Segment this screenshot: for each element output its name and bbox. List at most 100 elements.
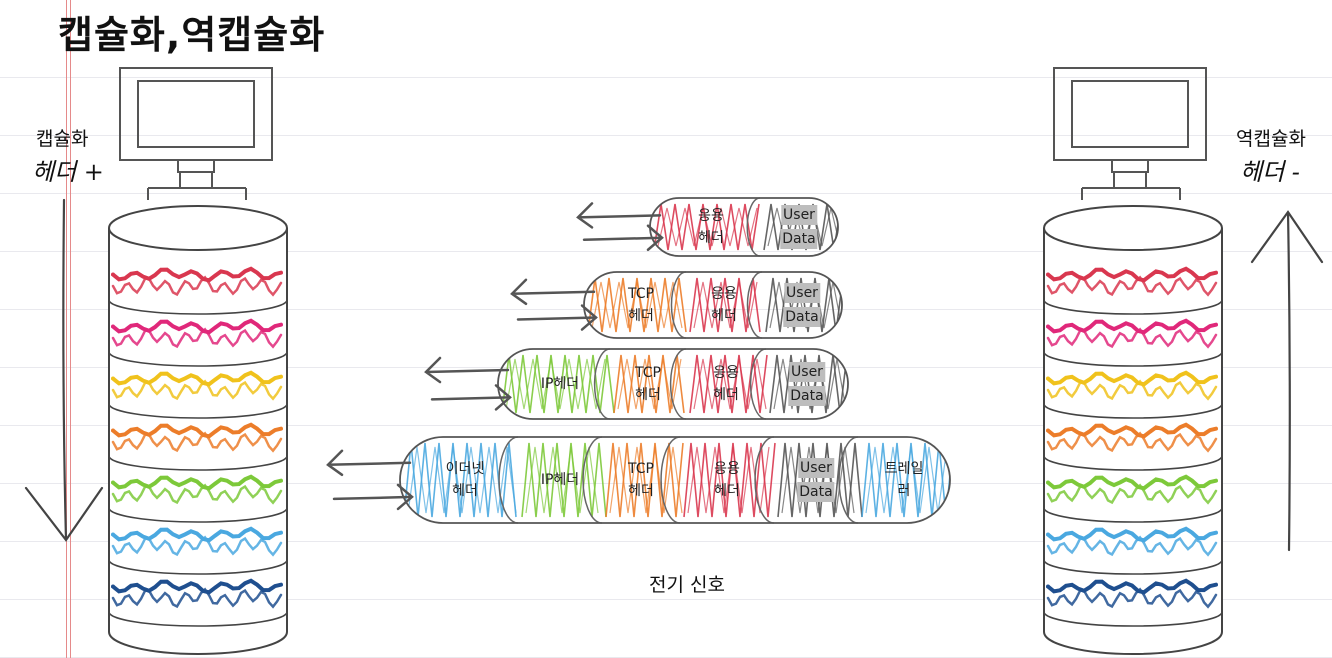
stack-top (1043, 205, 1223, 251)
stack-layer-5 (111, 474, 283, 491)
stack-layer-6-fill (111, 535, 283, 557)
packet-capsule (583, 271, 843, 339)
stack-layer-2-fill (1046, 327, 1218, 349)
stack-layer-divider (108, 299, 288, 315)
stack-layer-5-fill (111, 483, 283, 505)
packet-row-4-fills (403, 442, 950, 518)
segment-scribble (657, 207, 758, 247)
stack-layer-6 (111, 526, 283, 543)
segment-scribble (765, 277, 842, 333)
segment-scribble (525, 446, 599, 514)
stack-layer-divider (1043, 455, 1223, 471)
stack-layer-3 (111, 370, 283, 387)
segment-label: TCP 헤더 (635, 365, 661, 403)
stack-layer-4-fill (111, 431, 283, 453)
segment-scribble (865, 446, 948, 514)
stack-layer-4 (1046, 422, 1218, 439)
packet-arrow-left (576, 202, 662, 229)
segment-scribble (613, 354, 685, 414)
segment-scribble (861, 442, 950, 518)
stack-layer-2 (1046, 318, 1218, 335)
monitor-neck (1111, 160, 1149, 173)
segment-divider (754, 436, 775, 524)
margin-line (70, 0, 71, 658)
stack-layer-7 (1046, 578, 1218, 595)
segment-scribble (689, 354, 768, 414)
stack-layer-6 (1046, 526, 1218, 543)
segment-label: IP헤더 (540, 376, 580, 392)
segment-divider (670, 271, 687, 339)
packet-arrow-right (582, 224, 664, 252)
packet-arrow-right (516, 304, 598, 331)
packet-arrow-right (430, 384, 512, 411)
monitor-neck (177, 160, 215, 173)
left-computer (119, 67, 273, 200)
segment-label: 응용 헤더 (711, 286, 737, 324)
stack-layer-1-fill (1046, 275, 1218, 297)
stack-layer-divider (1043, 299, 1223, 315)
stack-layer-4-fill (1046, 431, 1218, 453)
stack-layer-1-fill (111, 275, 283, 297)
monitor-screen (137, 80, 255, 148)
stack-layer-2-fill (111, 327, 283, 349)
stack-layer-3-fill (111, 379, 283, 401)
stack-layer-divider (1043, 559, 1223, 575)
segment-divider (746, 271, 763, 339)
left-label: 캡슐화 (36, 128, 89, 150)
decapsulation-up-arrow (1250, 210, 1324, 552)
segment-divider (838, 436, 859, 524)
packet-arrow-left (510, 278, 596, 306)
left-protocol-stack (108, 205, 288, 655)
monitor-stand (179, 172, 213, 188)
stack-layer-divider (108, 455, 288, 471)
stack-layer-4 (111, 422, 283, 439)
packet-row-2 (510, 271, 843, 339)
stack-layer-5-fill (1046, 483, 1218, 505)
stack-layer-1 (111, 266, 283, 283)
segment-scribble (781, 446, 855, 514)
stack-layer-divider (1043, 611, 1223, 627)
segment-divider (660, 436, 681, 524)
segment-scribble (617, 358, 682, 410)
segment-scribble (591, 281, 683, 329)
segment-scribble (505, 358, 606, 410)
stack-layer-6-fill (1046, 535, 1218, 557)
stack-layer-7 (111, 578, 283, 595)
stack-layer-5 (1046, 474, 1218, 491)
segment-scribble (693, 281, 758, 329)
segment-scribble (587, 277, 687, 333)
segment-divider (746, 197, 761, 257)
stack-layer-divider (108, 351, 288, 367)
segment-label: 응용 헤더 (714, 461, 740, 499)
stack-layer-7-fill (1046, 587, 1218, 609)
monitor-frame (119, 67, 273, 161)
segment-label: 응용 헤더 (698, 208, 724, 246)
segment-divider (669, 348, 687, 420)
packet-arrow-right (332, 483, 414, 511)
segment-label: 이더넷 헤더 (445, 461, 485, 499)
stack-layer-2 (111, 318, 283, 335)
electric-signal-label: 전기 신호 (649, 574, 725, 596)
segment-scribble (407, 446, 517, 514)
page-title: 캡슐화,역캡슐화 (58, 13, 326, 57)
segment-label: TCP 헤더 (628, 286, 654, 324)
segment-scribble (773, 358, 847, 410)
segment-divider (749, 348, 767, 420)
stack-layer-1 (1046, 266, 1218, 283)
segment-scribble (609, 446, 683, 514)
stack-layer-divider (108, 611, 288, 627)
packet-capsule (399, 436, 951, 524)
segment-label: IP헤더 (540, 472, 580, 488)
segment-label: TCP 헤더 (628, 461, 654, 499)
packet-arrow-left (326, 449, 412, 477)
monitor-frame (1053, 67, 1207, 161)
right-note: 헤더 - (1240, 158, 1300, 186)
segment-divider (498, 436, 519, 524)
packet-capsule (497, 348, 849, 420)
monitor-stand (1113, 172, 1147, 188)
right-label: 역캡슐화 (1236, 128, 1306, 150)
